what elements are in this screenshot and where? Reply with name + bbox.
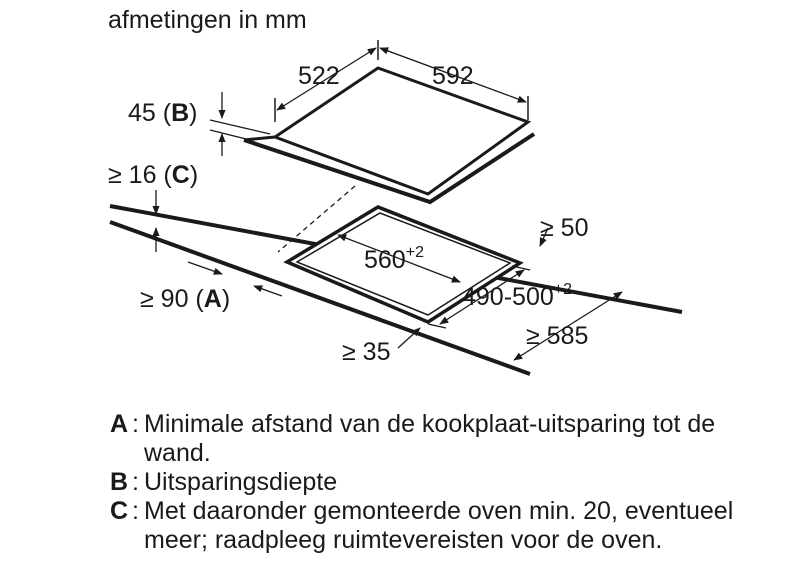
legend-text: Uitsparingsdiepte xyxy=(144,468,338,496)
wall-distance-label: ≥ 90 (A) xyxy=(140,285,230,313)
cutout-width-label: 560+2 xyxy=(364,244,424,274)
legend-item-b: B: Uitsparingsdiepte xyxy=(110,468,780,497)
back-edge-dimension: ≥ 50 xyxy=(539,214,588,247)
legend-text: Met daaronder gemonteerde oven min. 20, … xyxy=(144,497,734,554)
legend-key: B xyxy=(110,468,129,496)
hob-drawing xyxy=(243,66,536,205)
diagram-title: afmetingen in mm xyxy=(108,6,307,34)
side-distance-label: ≥ 35 xyxy=(342,338,390,366)
hob-depth-label: 522 xyxy=(298,62,340,90)
hob-width-dimension: 592 xyxy=(379,47,529,120)
worktop-depth-dimension: ≥ 585 xyxy=(513,291,623,361)
legend-item-a: A: Minimale afstand van de kookplaat-uit… xyxy=(110,410,780,468)
wall-distance-dimension: ≥ 90 (A) xyxy=(140,261,283,313)
back-edge-label: ≥ 50 xyxy=(540,214,588,242)
legend: A: Minimale afstand van de kookplaat-uit… xyxy=(110,410,780,555)
cutout-width-dimension: 560+2 xyxy=(337,234,461,283)
hob-depth-dimension: 522 xyxy=(274,40,379,122)
worktop-front-edge xyxy=(109,220,531,376)
hob-glass-edge xyxy=(243,132,536,205)
hob-height-dimension: 45 (B) xyxy=(128,92,271,156)
legend-key: A xyxy=(110,410,129,438)
worktop-depth-label: ≥ 585 xyxy=(526,322,588,350)
legend-item-c: C: Met daaronder gemonteerde oven min. 2… xyxy=(110,497,780,555)
hob-height-label: 45 (B) xyxy=(128,99,197,127)
cutout-inner xyxy=(295,212,512,316)
side-distance-dimension: ≥ 35 xyxy=(342,327,421,366)
oven-gap-label: ≥ 16 (C) xyxy=(108,161,198,189)
cutout-depth-label: 490-500+2 xyxy=(462,281,572,311)
legend-key: C xyxy=(110,497,129,525)
legend-text: Minimale afstand van de kookplaat-uitspa… xyxy=(144,410,716,467)
oven-gap-dimension: ≥ 16 (C) xyxy=(108,161,198,252)
hob-width-label: 592 xyxy=(432,62,474,90)
